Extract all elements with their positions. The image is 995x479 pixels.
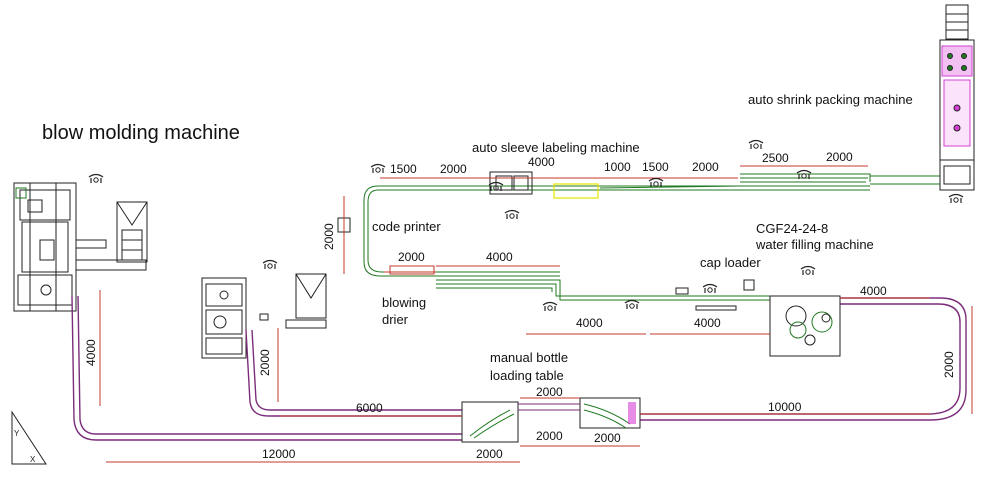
blowing-drier-label-1: blowing	[382, 295, 427, 310]
dim-mid-4000-a: 4000	[576, 316, 603, 330]
dim-mid-4000-b: 4000	[694, 316, 721, 330]
dim-top-2000-a: 2000	[440, 162, 467, 176]
cap-loader-label: cap loader	[700, 255, 761, 270]
blowing-drier-label-2: drier	[382, 312, 409, 327]
dim-bottom-6000: 6000	[356, 401, 383, 415]
water-filling-label: water filling machine	[756, 237, 874, 252]
dim-lower-2000: 2000	[258, 349, 272, 376]
svg-text:X: X	[30, 455, 36, 464]
svg-text:Y: Y	[14, 429, 20, 438]
dim-top-4000: 4000	[528, 155, 555, 169]
dim-top-1000: 1000	[604, 160, 631, 174]
small-unit-2	[695, 305, 737, 311]
drier-zone	[389, 265, 435, 275]
dim-top-1500-b: 1500	[642, 160, 669, 174]
water-filling-machine	[769, 295, 841, 357]
dim-bottom-2000-c: 2000	[536, 429, 563, 443]
auto-shrink-label: auto shrink packing machine	[748, 92, 913, 107]
blow-molding-label: blow molding machine	[42, 122, 240, 144]
dim-top-2000-c: 2000	[826, 150, 853, 164]
label-zone	[553, 183, 599, 199]
dim-mid-4000-top: 4000	[486, 250, 513, 264]
manual-bottle-label-2: loading table	[490, 368, 564, 383]
cap-loader-box	[743, 279, 755, 291]
small-unit	[675, 287, 689, 295]
dim-top-2000-b: 2000	[692, 160, 719, 174]
manual-bottle-label-1: manual bottle	[490, 350, 569, 365]
axis-icon: Y X	[11, 410, 47, 465]
dim-top-2500: 2500	[762, 151, 789, 165]
blow-molding-machine	[13, 182, 148, 312]
dim-right-4000: 4000	[860, 284, 887, 298]
blow-unit-two	[201, 273, 327, 359]
dim-bottom-10000: 10000	[768, 400, 802, 414]
main-conveyor	[363, 173, 940, 301]
cgf-model-label: CGF24-24-8	[756, 221, 829, 236]
dim-right-2000: 2000	[942, 351, 956, 378]
dim-left-2000: 2000	[322, 223, 336, 250]
dim-bottom-2000-b: 2000	[536, 385, 563, 399]
dimension-lines	[99, 165, 973, 463]
return-conveyor	[71, 295, 967, 441]
dim-bottom-2000-d: 2000	[594, 431, 621, 445]
auto-sleeve-label: auto sleeve labeling machine	[472, 140, 640, 155]
dim-bottom-12000: 12000	[262, 447, 296, 461]
shrink-packer	[939, 4, 975, 191]
code-printer-label: code printer	[372, 219, 441, 234]
manual-loading-table	[461, 397, 641, 443]
dim-bottom-2000-a: 2000	[476, 447, 503, 461]
dim-mid-2000: 2000	[398, 250, 425, 264]
dim-top-1500-a: 1500	[390, 162, 417, 176]
dim-blow-4000: 4000	[84, 339, 98, 366]
